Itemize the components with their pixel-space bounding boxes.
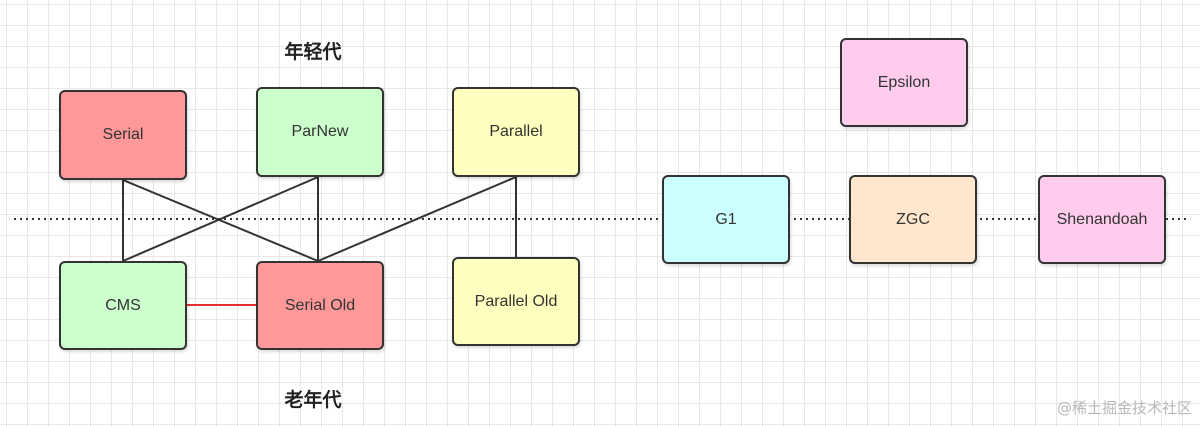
parallel-old-collector-box: Parallel Old bbox=[452, 257, 580, 346]
link-serial-serial-old bbox=[122, 179, 319, 262]
serial-old-collector-box: Serial Old bbox=[256, 261, 384, 350]
parnew-collector-box: ParNew bbox=[256, 87, 384, 177]
link-parallel-serial-old bbox=[317, 176, 517, 262]
serial-collector-box: Serial bbox=[59, 90, 187, 180]
epsilon-collector-box: Epsilon bbox=[840, 38, 968, 127]
g1-collector-box: G1 bbox=[662, 175, 790, 264]
young-generation-heading: 年轻代 bbox=[284, 41, 342, 63]
watermark-text: @稀土掘金技术社区 bbox=[1056, 399, 1192, 417]
parallel-collector-box: Parallel bbox=[452, 87, 580, 177]
link-parnew-cms bbox=[122, 176, 319, 262]
cms-collector-box: CMS bbox=[59, 261, 187, 350]
shenandoah-collector-box: Shenandoah bbox=[1038, 175, 1166, 264]
zgc-collector-box: ZGC bbox=[849, 175, 977, 264]
old-generation-heading: 老年代 bbox=[284, 389, 342, 411]
